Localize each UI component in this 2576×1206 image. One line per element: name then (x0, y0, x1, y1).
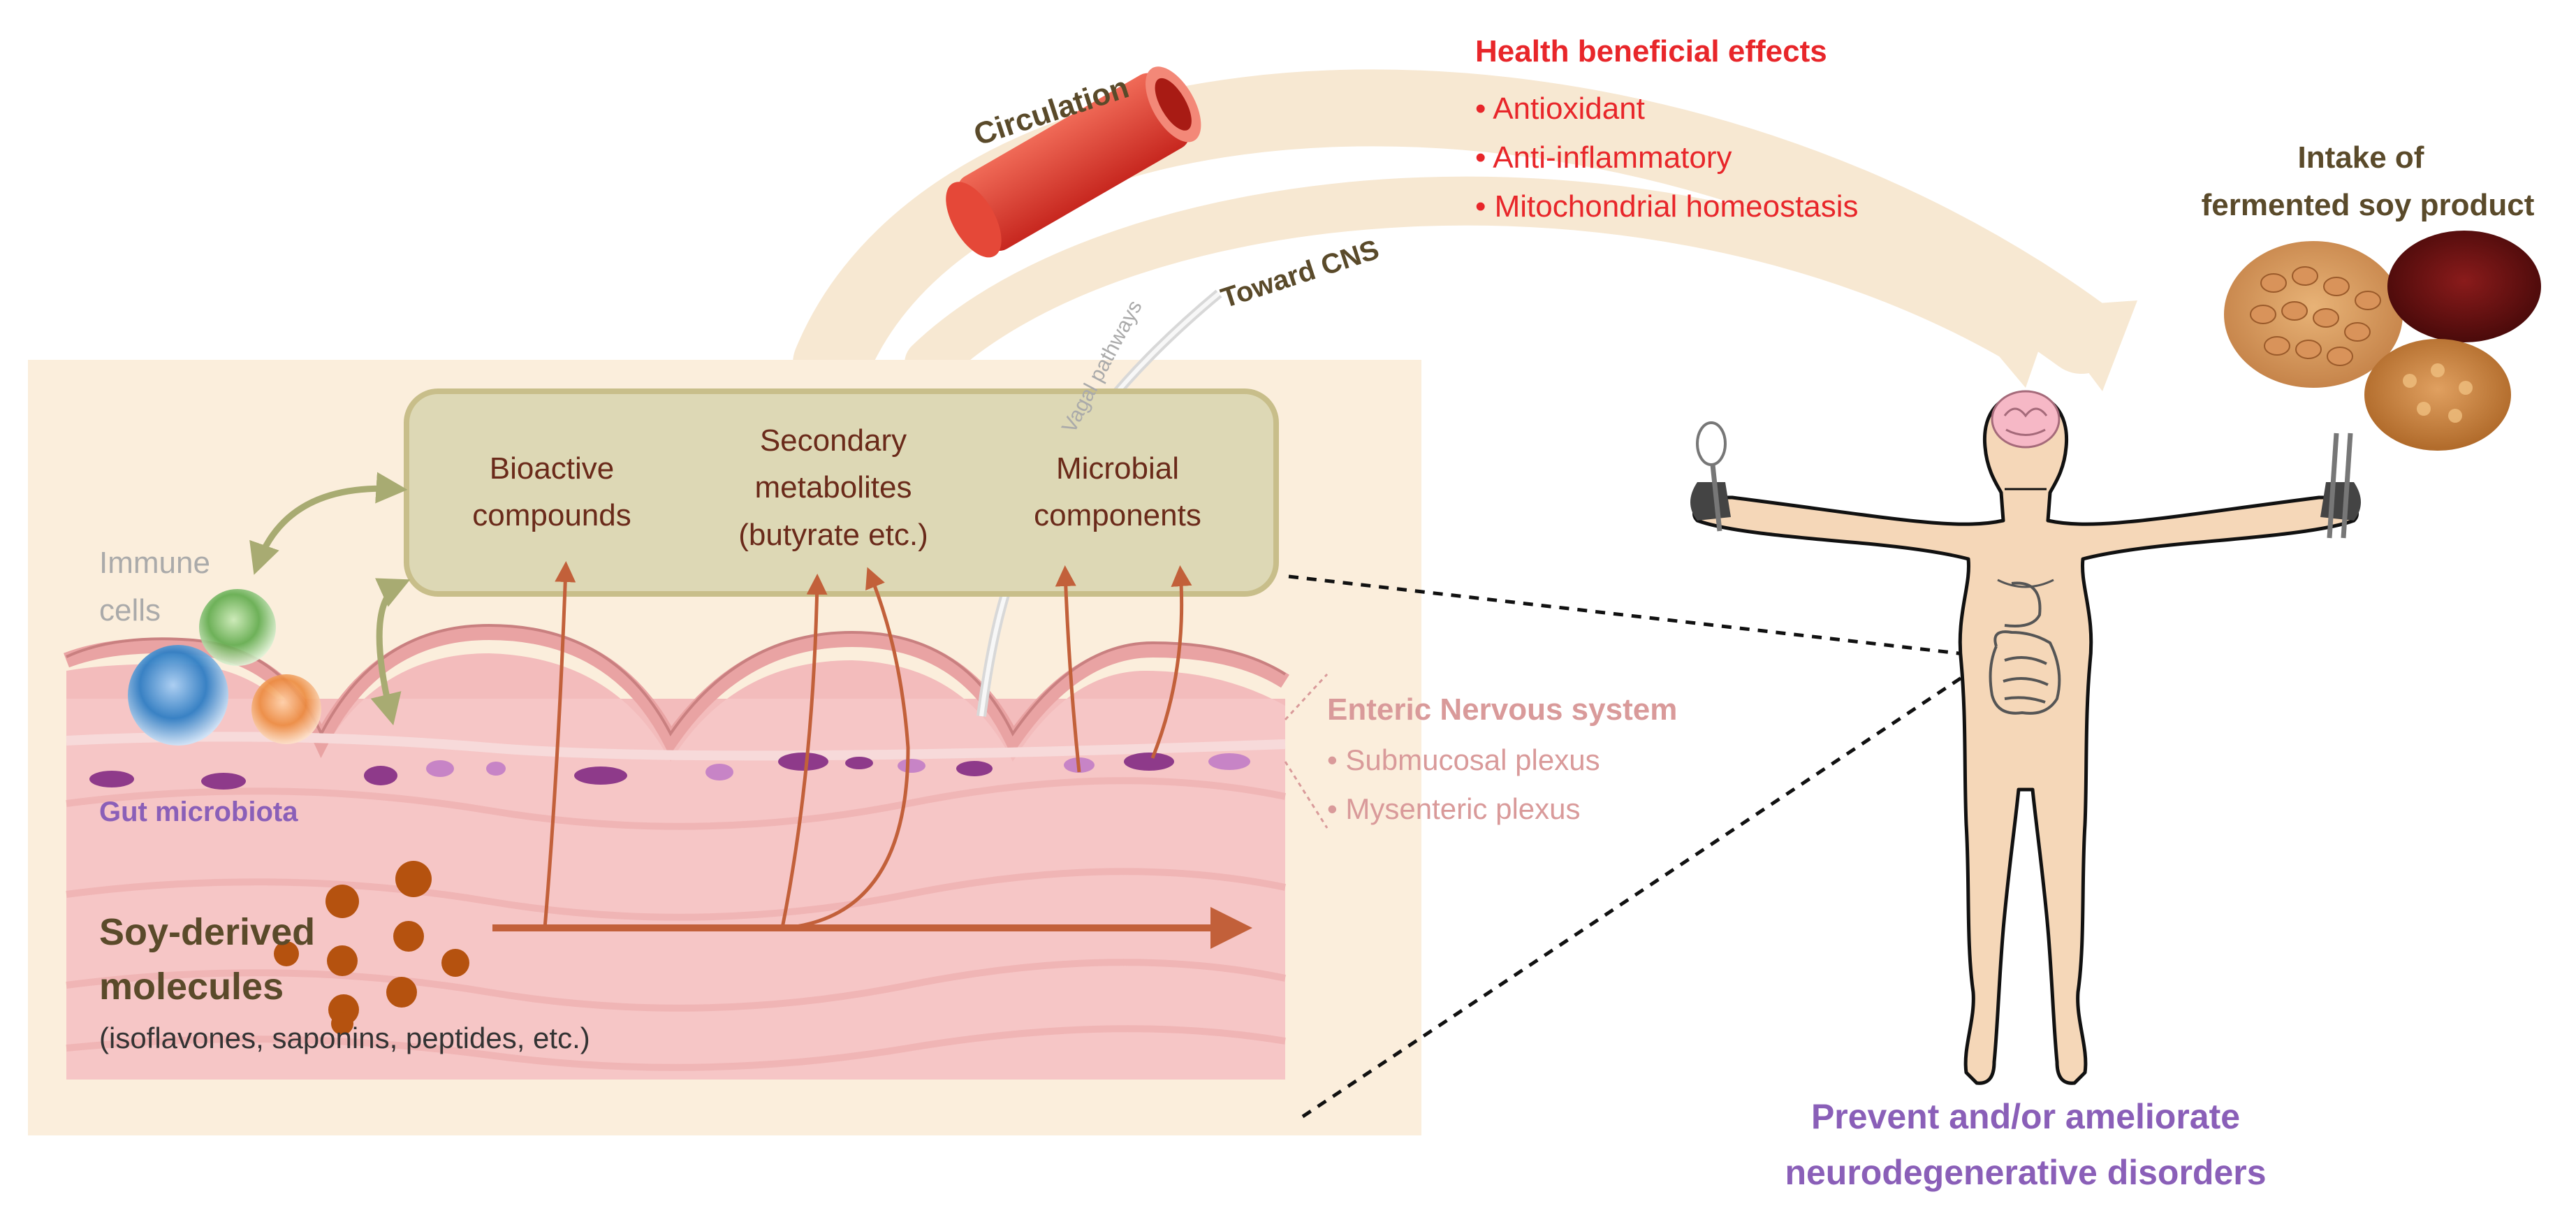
ens-dotted-line-1 (1284, 673, 1329, 721)
conversion-arrows (543, 561, 1192, 930)
microbial-line2: components (1034, 498, 1201, 532)
chopsticks-icon (2327, 433, 2353, 539)
soy-title-line2: molecules (99, 966, 284, 1008)
soy-sauce-icon (2387, 231, 2541, 342)
prevent-line2: neurodegenerative disorders (1785, 1153, 2266, 1192)
cns-arc (905, 176, 2036, 388)
circulation-arc (793, 69, 2120, 402)
immune-cells-icon (128, 589, 321, 746)
health-title: Health beneficial effects (1475, 34, 1827, 68)
intestine-icon (1989, 581, 2061, 715)
prevent-line1: Prevent and/or ameliorate (1811, 1097, 2240, 1136)
bioactive-line1: Bioactive (490, 451, 615, 486)
soy-examples: (isoflavones, saponins, peptides, etc.) (99, 1022, 590, 1054)
human-body-icon (1690, 393, 2361, 1085)
secondary-line1: Secondary (760, 423, 907, 458)
cns-arc-head (1970, 307, 2054, 388)
ens-item-submucosal: • Submucosal plexus (1327, 743, 1600, 776)
intake-label-line1: Intake of (2298, 140, 2424, 175)
health-item-anti-inflammatory: • Anti-inflammatory (1475, 140, 1732, 175)
immune-box-arrow-1 (249, 472, 408, 575)
secondary-line3: (butyrate etc.) (738, 518, 928, 552)
health-item-mitochondrial: • Mitochondrial homeostasis (1475, 189, 1859, 224)
dashed-connector-top (1288, 574, 1977, 658)
soy-molecule-dots (274, 861, 469, 1035)
ens-title: Enteric Nervous system (1327, 692, 1677, 727)
immune-cells-line2: cells (99, 593, 161, 627)
intestinal-tissue (64, 623, 1289, 1080)
health-item-antioxidant: • Antioxidant (1475, 92, 1645, 126)
ens-item-mysenteric: • Mysenteric plexus (1327, 792, 1581, 825)
microbial-line1: Microbial (1056, 451, 1179, 486)
secondary-line2: metabolites (754, 470, 912, 504)
intake-label-line2: fermented soy product (2202, 188, 2535, 222)
blood-vessel-icon (946, 66, 1201, 258)
fermented-soy-icon (2364, 339, 2511, 451)
soy-title-line1: Soy-derived (99, 911, 315, 953)
circulation-arc-head (2040, 300, 2137, 391)
bioactive-line2: compounds (472, 498, 631, 532)
brain-icon (1991, 390, 2061, 449)
immune-cells-line1: Immune (99, 546, 210, 580)
immune-box-arrow-2 (370, 578, 411, 726)
spoon-icon (1696, 421, 1727, 532)
soybeans-icon (2224, 241, 2403, 388)
gut-microbiota-label: Gut microbiota (99, 797, 298, 827)
